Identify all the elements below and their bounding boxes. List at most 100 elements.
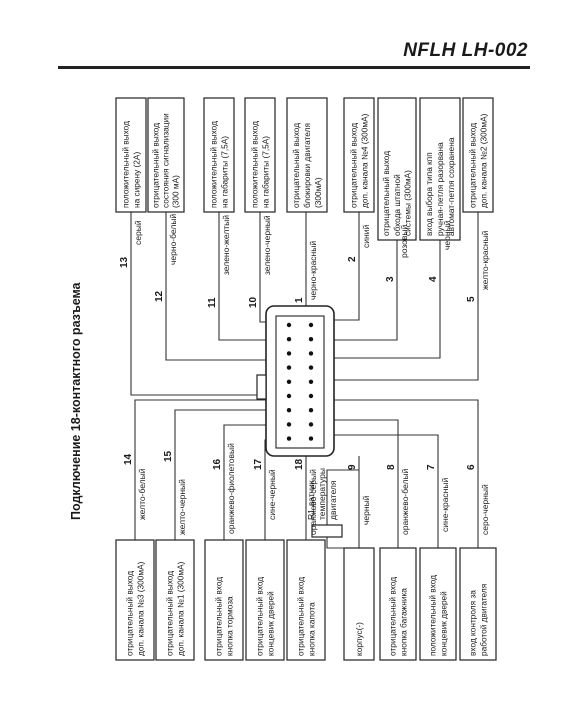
bottom-wire-number-9: 9: [347, 464, 358, 470]
pin-icon: [308, 408, 314, 413]
bottom-box-5-line-1: отрицательный вход: [296, 577, 306, 656]
diagram-title: Подключение 18-контактного разъема: [69, 281, 83, 520]
bottom-box-7-line-2: кнопка багажника: [399, 588, 409, 656]
top-box-2-line-3: (300 мА): [171, 175, 181, 208]
top-box-1-line-1: положительный выход: [121, 121, 131, 208]
sensor-wire-top: [326, 469, 359, 525]
bottom-wire-number-16: 16: [212, 458, 223, 470]
sensor-label-line-2: температуры: [317, 468, 327, 520]
top-box-6-line-1: отрицательный выход: [349, 123, 359, 208]
top-box-2-line-2: состояния сигнализации: [161, 113, 171, 208]
pin-icon: [308, 379, 314, 384]
top-wire-color-13: серый: [133, 220, 143, 245]
bottom-wire-color-7: сине-красный: [440, 478, 450, 532]
top-box-5-line-2: блокировки двигателя: [302, 123, 312, 208]
top-wire-number-4: 4: [428, 276, 439, 282]
top-wire-number-10: 10: [248, 296, 259, 308]
top-box-9-line-1: отрицательный выход: [468, 123, 478, 208]
bottom-wire-16: [223, 424, 276, 540]
top-wire-number-2: 2: [347, 256, 358, 262]
top-box-9-line-2: доп. канала №2 (300мА): [479, 113, 489, 208]
wire-group: [130, 212, 479, 549]
top-wire-12: [165, 212, 266, 361]
top-box-8-line-1: вход выбора типа кпп: [424, 152, 434, 236]
bottom-wire-number-18: 18: [294, 458, 305, 470]
top-wire-13: [130, 212, 266, 396]
top-wire-number-12: 12: [154, 290, 165, 302]
top-wire-5: [334, 212, 479, 381]
sensor-wire-bottom: [326, 537, 359, 549]
pin-icon: [286, 422, 292, 427]
top-box-3-line-2: на габариты (7,5А): [220, 136, 230, 208]
bottom-box-2-line-2: доп. канала №1 (300мА): [176, 561, 186, 656]
bottom-wire-15: [174, 409, 276, 540]
top-box-7-line-2: обхода штатной: [392, 174, 402, 236]
top-box-6-line-2: доп. канала №4 (300мА): [360, 113, 370, 208]
top-box-8-line-2: ручная-петля разорвана: [435, 142, 445, 236]
top-box-4-line-2: на габариты (7,5А): [261, 136, 271, 208]
bottom-wire-color-8: оранжево-белый: [400, 468, 410, 535]
bottom-wire-color-6: серо-черный: [480, 484, 490, 535]
sensor-label-line-3: двигателя: [328, 480, 338, 520]
bottom-box-5-line-2: кнопка капота: [307, 602, 317, 656]
top-wire-number-5: 5: [466, 296, 477, 302]
top-wire-color-1: черно-красный: [308, 241, 318, 300]
bottom-box-1-line-1: отрицательный выход: [125, 571, 135, 656]
bottom-box-6-line-1: корпус(-): [354, 622, 364, 656]
top-box-5-line-1: отрицательный выход: [291, 123, 301, 208]
pin-icon: [286, 408, 292, 413]
pin-icon: [286, 337, 292, 342]
top-box-8-line-3: автомат-петля сохранена: [446, 137, 456, 236]
bottom-wire-8: [334, 419, 399, 548]
bottom-wire-number-6: 6: [466, 464, 477, 470]
top-wire-color-11: зелено-желтый: [221, 215, 231, 275]
top-box-5-line-3: (300мА): [313, 177, 323, 208]
bottom-wire-14: [134, 399, 266, 540]
bottom-wire-color-15: желто-черный: [177, 479, 187, 535]
bottom-box-4-line-1: отрицательный вход: [255, 577, 265, 656]
top-box-3-line-1: положительный выход: [209, 121, 219, 208]
top-box-7-line-3: системы (300мА): [403, 170, 413, 236]
sensor-label-line-1: R1 датчик: [306, 480, 316, 520]
bottom-box-8-line-2: концевик дверей: [439, 591, 449, 656]
bottom-box-8-line-1: положительный вход: [428, 575, 438, 656]
bottom-box-9-line-1: вход контроля за: [468, 590, 478, 656]
bottom-wire-color-14: желто-белый: [137, 468, 147, 520]
top-box-7-line-1: отрицательный выход: [381, 151, 391, 236]
resistor-r1-icon: [311, 524, 343, 538]
top-wire-2: [334, 212, 360, 321]
top-wire-color-10: зелено-черный: [262, 215, 272, 275]
pin-icon: [308, 365, 314, 370]
top-wire-4: [334, 240, 441, 359]
top-wire-3: [334, 240, 398, 341]
bottom-box-4-line-2: концевик дверей: [266, 591, 276, 656]
top-box-4-line-1: положительный выход: [250, 121, 260, 208]
pin-icon: [286, 351, 292, 356]
pin-icon: [308, 422, 314, 427]
bottom-wire-number-17: 17: [253, 458, 264, 470]
pin-icon: [308, 322, 314, 328]
connector-latch: [256, 374, 267, 400]
top-wire-color-4: черный: [442, 220, 452, 250]
bottom-wire-number-7: 7: [426, 464, 437, 470]
bottom-box-3-line-1: отрицательный вход: [214, 577, 224, 656]
pin-icon: [286, 322, 292, 328]
pin-icon: [308, 337, 314, 342]
top-wire-11: [218, 212, 276, 341]
pin-icon: [286, 365, 292, 370]
top-wire-number-11: 11: [207, 297, 218, 308]
bottom-box-3-line-2: кнопка тормоза: [225, 596, 235, 656]
